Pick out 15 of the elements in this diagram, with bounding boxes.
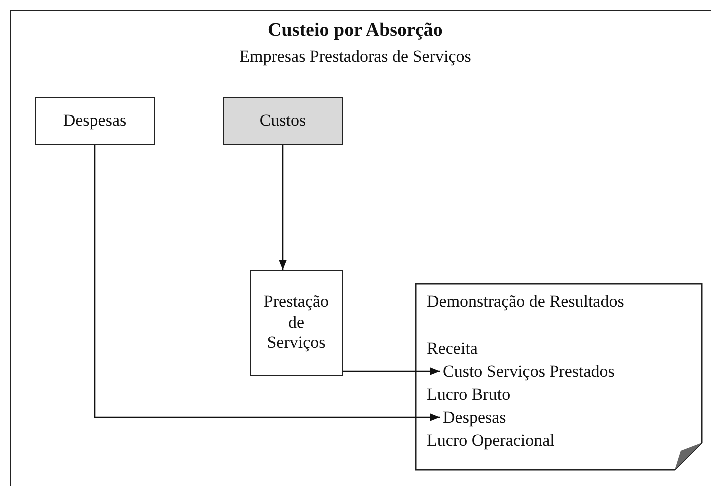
statement-line: Receita (427, 340, 478, 357)
process-box: Prestação de Serviços (250, 270, 343, 376)
document-shape (415, 283, 703, 471)
statement-line: Custo Serviços Prestados (443, 363, 615, 380)
diagram-title: Custeio por Absorção (267, 20, 444, 42)
statement-line: Despesas (443, 409, 506, 426)
process-box: Custos (223, 97, 343, 145)
diagram-subtitle: Empresas Prestadoras de Serviços (238, 47, 472, 67)
arrow (94, 145, 440, 422)
statement-line: Lucro Bruto (427, 386, 511, 403)
arrow (279, 145, 287, 270)
statement-line: Lucro Operacional (427, 432, 555, 449)
process-box: Despesas (35, 97, 155, 145)
document-heading: Demonstração de Resultados (427, 293, 624, 310)
arrow (343, 368, 440, 376)
